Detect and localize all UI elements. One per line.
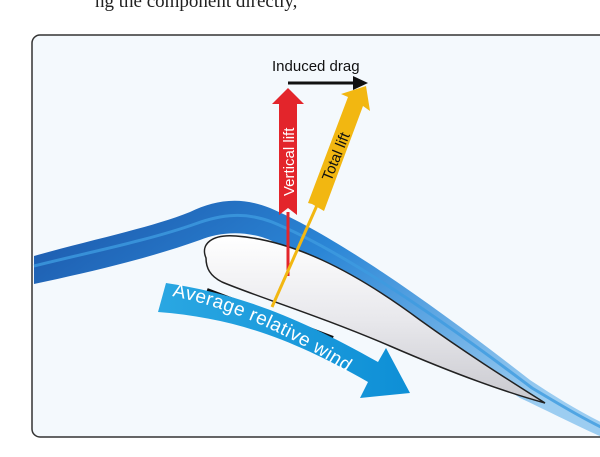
airflow-stream — [34, 200, 600, 437]
induced-drag-arrowhead — [353, 76, 368, 90]
relative-wind-arrow — [158, 283, 410, 398]
vertical-lift-arrow — [272, 88, 304, 215]
total-lift-arrow — [308, 86, 370, 211]
total-lift-shaft — [270, 202, 320, 308]
page-text-fragment: ng the component directly, — [95, 0, 298, 12]
airfoil — [203, 235, 546, 404]
induced-drag-label: Induced drag — [272, 58, 360, 75]
vertical-lift-label: Vertical lift — [281, 127, 298, 196]
